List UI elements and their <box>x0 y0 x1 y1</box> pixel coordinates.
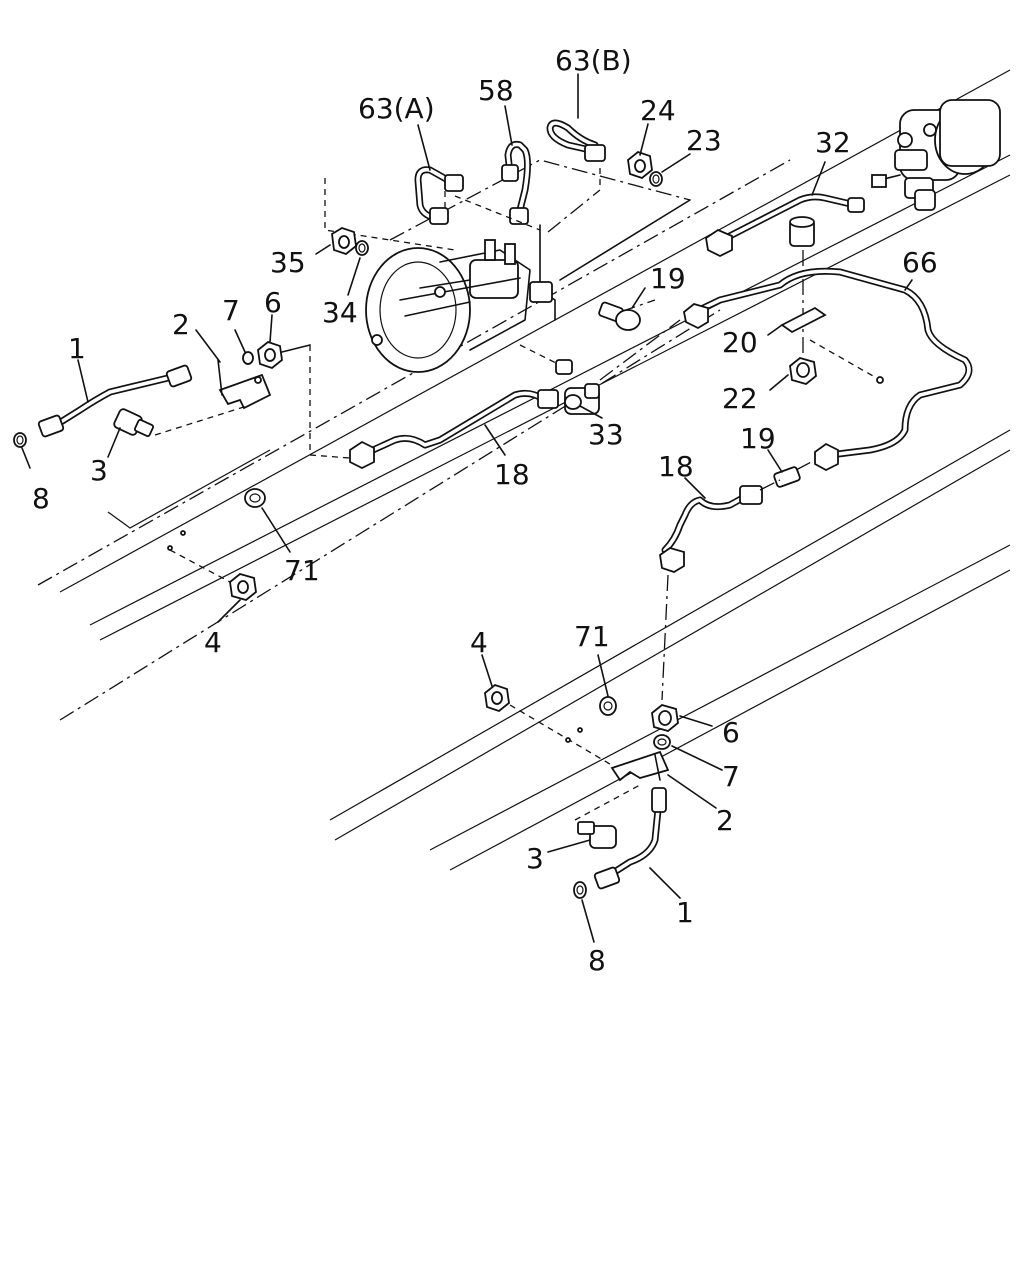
left-fasteners <box>167 488 266 601</box>
callout-8-left: 8 <box>32 482 50 515</box>
callout-1-left: 1 <box>68 332 86 365</box>
nut-24-washer-23 <box>627 150 663 187</box>
callout-3-right: 3 <box>526 842 544 875</box>
callout-6-left: 6 <box>264 286 282 319</box>
callout-7-right: 7 <box>722 760 740 793</box>
brake-booster <box>324 178 531 373</box>
leader-lines <box>21 73 913 943</box>
callout-20: 20 <box>722 326 758 359</box>
callout-19-right: 19 <box>740 422 776 455</box>
frame-rails <box>37 69 1011 871</box>
callout-2-left: 2 <box>172 308 190 341</box>
bolt-19-tee-33 <box>519 299 681 415</box>
left-hose-group <box>13 340 311 455</box>
callout-4-right: 4 <box>470 626 488 659</box>
callout-71-left: 71 <box>284 554 320 587</box>
callout-labels: 63(A) 58 63(B) 24 23 32 35 34 66 19 20 2… <box>32 44 938 977</box>
callout-33: 33 <box>588 418 624 451</box>
callout-58: 58 <box>478 74 514 107</box>
callout-18-right: 18 <box>658 450 694 483</box>
bracket-20-nut-22 <box>780 216 884 385</box>
callout-3-left: 3 <box>90 454 108 487</box>
callout-2-right: 2 <box>716 804 734 837</box>
callout-19-upper: 19 <box>650 262 686 295</box>
pipes-upper <box>414 119 691 321</box>
callout-63a: 63(A) <box>358 92 435 125</box>
nut-35-washer-34 <box>331 227 369 256</box>
callout-6-right: 6 <box>722 716 740 749</box>
right-hose-group <box>484 683 679 899</box>
brake-valve-assembly <box>871 99 1001 211</box>
callout-71-right: 71 <box>574 620 610 653</box>
pipe-32 <box>705 193 865 258</box>
callout-66: 66 <box>902 246 938 279</box>
callout-32: 32 <box>815 126 851 159</box>
callout-4-left: 4 <box>204 626 222 659</box>
callout-23: 23 <box>686 124 722 157</box>
callout-34: 34 <box>322 296 358 329</box>
pipe-18-right <box>659 459 816 701</box>
callout-1-right: 1 <box>676 896 694 929</box>
callout-35: 35 <box>270 246 306 279</box>
pipe-66 <box>683 267 973 472</box>
callout-24: 24 <box>640 94 676 127</box>
callout-22: 22 <box>722 382 758 415</box>
pipe-18-left <box>309 389 559 470</box>
callout-7-left: 7 <box>222 294 240 327</box>
callout-8-right: 8 <box>588 944 606 977</box>
callout-63b: 63(B) <box>555 44 632 77</box>
callout-18-left: 18 <box>494 458 530 491</box>
